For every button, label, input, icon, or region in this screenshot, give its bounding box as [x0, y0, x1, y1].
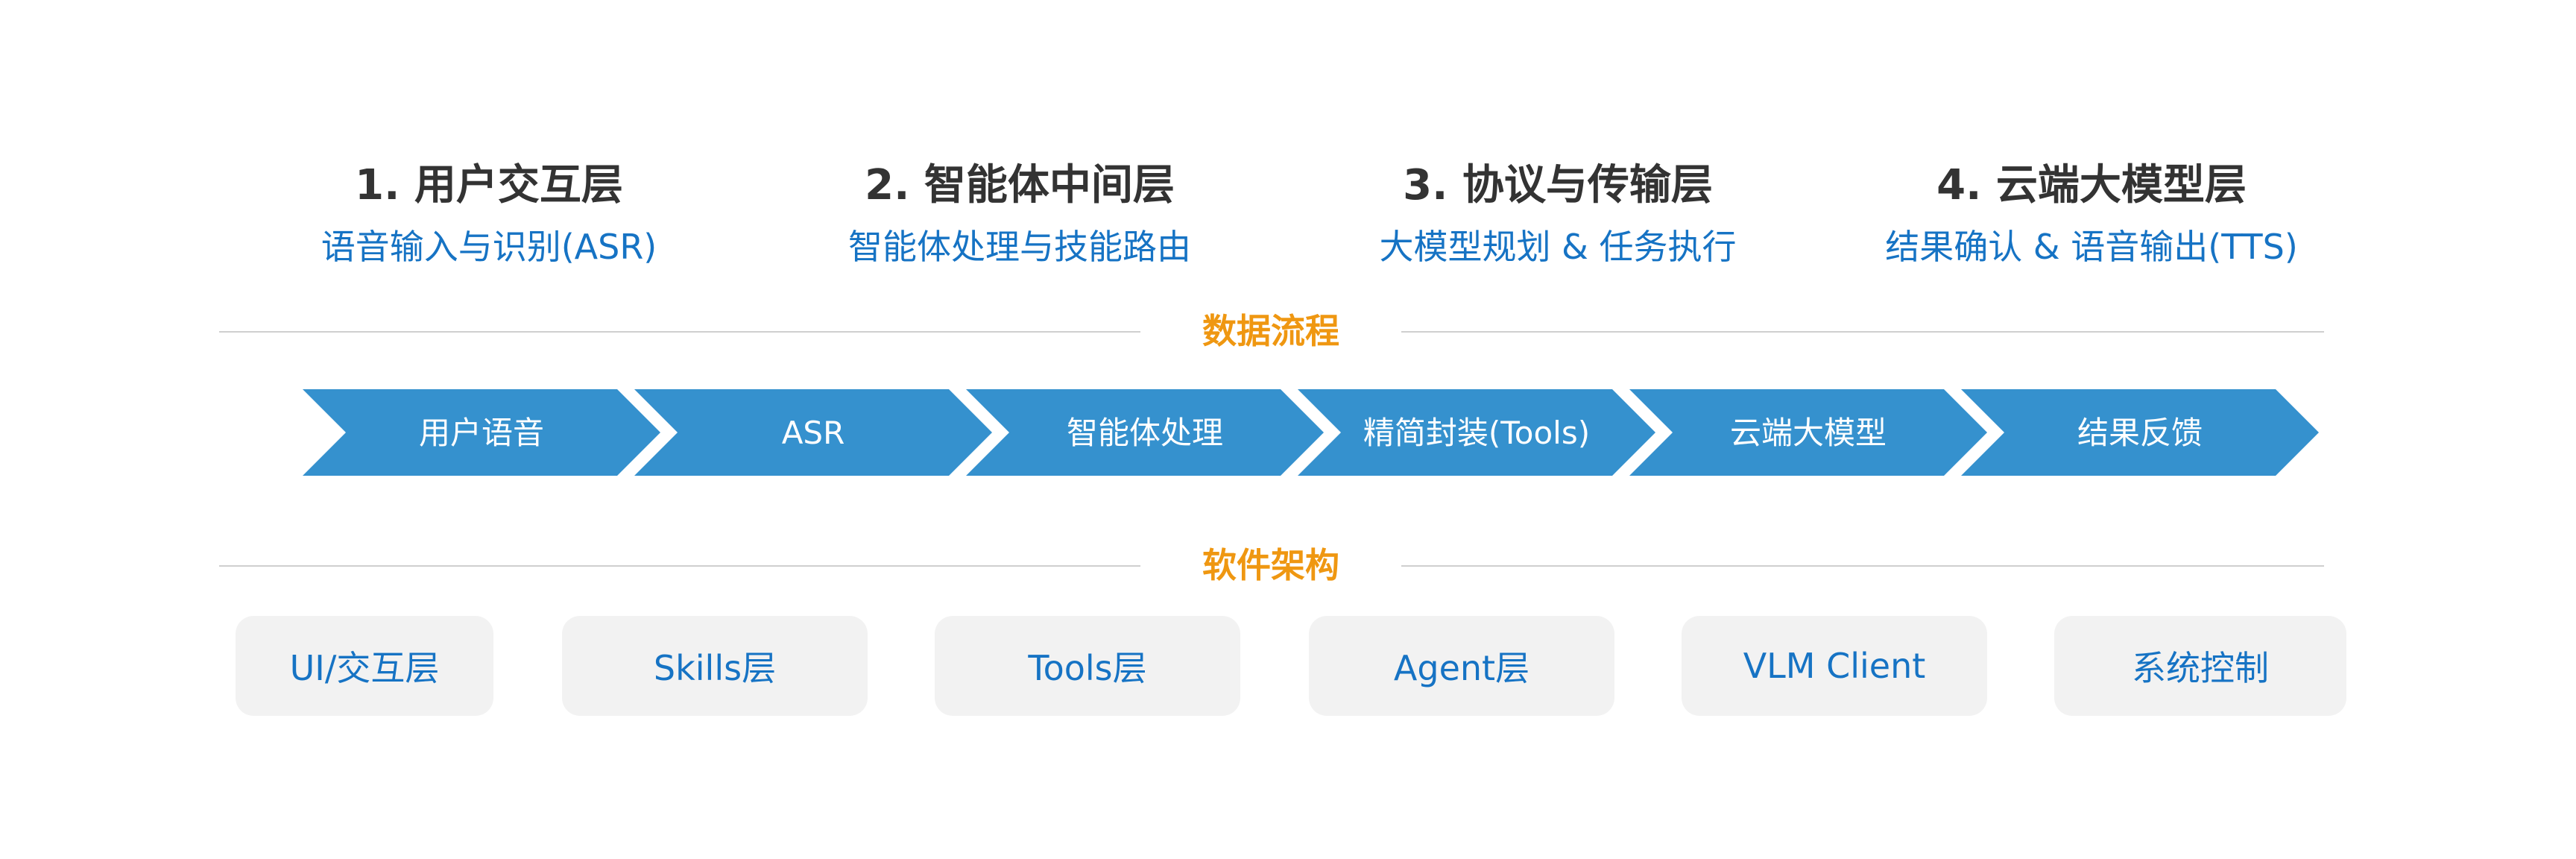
flow-step-asr [634, 389, 992, 476]
flow-step-label: 云端大模型 [1730, 415, 1887, 451]
divider-right [1401, 331, 2324, 333]
flow-step-result-feedback [1961, 389, 2319, 476]
flow-step-label: 结果反馈 [2077, 415, 2203, 451]
section-label-data-flow: 数据流程 [1202, 311, 1339, 351]
layer-title: 2. 智能体中间层 [865, 161, 1175, 210]
flow-step-label: 智能体处理 [1067, 415, 1223, 451]
divider-left [219, 331, 1140, 333]
flow-step-cloud-llm [1629, 389, 1987, 476]
layer-title: 1. 用户交互层 [355, 161, 623, 210]
module-agent-layer: Agent层 [1309, 616, 1614, 716]
module-ui-layer: UI/交互层 [236, 616, 493, 716]
module-tools-layer: Tools层 [935, 616, 1240, 716]
layer-header-2: 2. 智能体中间层 智能体处理与技能路由 [751, 160, 1288, 268]
layer-header-1: 1. 用户交互层 语音输入与识别(ASR) [221, 160, 757, 268]
layer-subtitle: 大模型规划 & 任务执行 [1379, 227, 1737, 267]
module-vlm-client: VLM Client [1682, 616, 1987, 716]
layer-subtitle: 智能体处理与技能路由 [848, 227, 1191, 267]
flow-step-agent-processing [966, 389, 1324, 476]
layer-title: 3. 协议与传输层 [1403, 161, 1713, 210]
layer-subtitle: 结果确认 & 语音输出(TTS) [1885, 227, 2298, 267]
module-skills-layer: Skills层 [562, 616, 868, 716]
flow-step-tools-packaging [1298, 389, 1655, 476]
layer-header-4: 4. 云端大模型层 结果确认 & 语音输出(TTS) [1823, 160, 2360, 268]
flow-step-label: ASR [782, 415, 845, 451]
section-label-software-arch: 软件架构 [1202, 545, 1339, 585]
layer-header-3: 3. 协议与传输层 大模型规划 & 任务执行 [1289, 160, 1826, 268]
flow-step-label: 精简封装(Tools) [1363, 415, 1590, 451]
module-system-control: 系统控制 [2054, 616, 2346, 716]
divider-left [219, 565, 1140, 567]
flow-step-label: 用户语音 [419, 415, 544, 451]
layer-subtitle: 语音输入与识别(ASR) [321, 227, 657, 267]
layer-title: 4. 云端大模型层 [1936, 161, 2247, 210]
divider-right [1401, 565, 2324, 567]
flow-step-user-voice [303, 389, 660, 476]
